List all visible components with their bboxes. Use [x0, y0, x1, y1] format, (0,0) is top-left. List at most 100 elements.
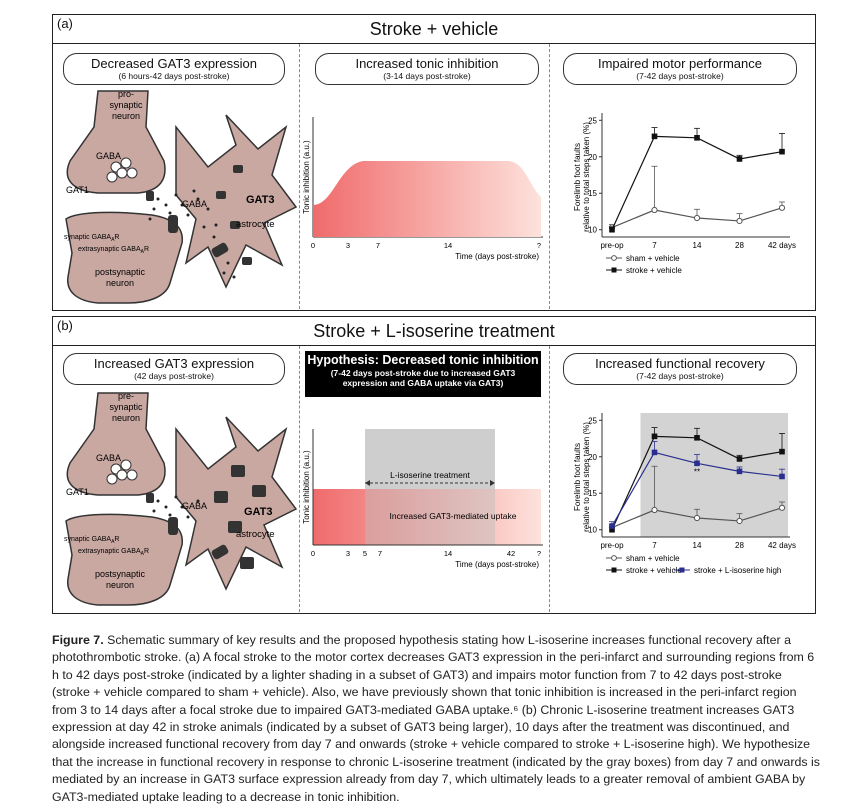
- column-divider-2: [549, 44, 550, 309]
- vesicle-cluster: [106, 459, 138, 485]
- data-point: [736, 456, 743, 462]
- data-point: [694, 460, 700, 467]
- x-tick-label: 7: [652, 241, 657, 250]
- gaba-vesicle-label: GABA: [96, 151, 121, 161]
- legend-label: stroke + L-isoserine high: [694, 566, 781, 575]
- tick-7: 7: [378, 549, 382, 558]
- y-tick-label: 20: [588, 153, 597, 162]
- pill-decreased-gat3: Decreased GAT3 expression (6 hours-42 da…: [63, 53, 285, 85]
- y-tick-label: 20: [588, 453, 597, 462]
- presynaptic-label-2: synaptic: [109, 100, 143, 110]
- data-point: [736, 156, 743, 162]
- postsynaptic-label-1: postsynaptic: [95, 569, 146, 579]
- data-point: [779, 148, 785, 155]
- gaba-dots: [148, 189, 236, 279]
- y-axis-label-line2: relative to total steps taken (%): [582, 122, 591, 232]
- postsynaptic-neuron-shape: [65, 211, 184, 304]
- tick-7: 7: [376, 241, 380, 250]
- panel-b-title: Stroke + L-isoserine treatment: [313, 321, 555, 341]
- data-point: [736, 468, 743, 475]
- y-tick-label: 25: [588, 116, 597, 125]
- presynaptic-neuron-shape: [66, 392, 166, 496]
- x-tick-label: 14: [693, 241, 702, 250]
- panel-a-title: Stroke + vehicle: [369, 19, 499, 39]
- data-point: [736, 517, 743, 525]
- tick-14: 14: [444, 241, 452, 250]
- data-point: [694, 135, 700, 141]
- gat-transporters: [146, 465, 266, 569]
- data-point: [779, 473, 785, 480]
- y-axis-label: Tonic inhibition (a.u.): [303, 140, 311, 214]
- y-tick-label: 15: [588, 489, 597, 498]
- y-tick-label: 10: [588, 226, 597, 235]
- legend-label: stroke + vehicle: [626, 266, 682, 275]
- panel-a: (a) Stroke + vehicle Decreased GAT3 expr…: [52, 14, 816, 311]
- panel-b: (b) Stroke + L-isoserine treatment Incre…: [52, 316, 816, 614]
- astrocyte-shape: [175, 416, 298, 591]
- astrocyte-label: astrocyte: [236, 529, 275, 540]
- tick-unknown: ?: [537, 549, 541, 558]
- column-divider-1: [299, 44, 300, 309]
- x-tick-label: 14: [693, 541, 702, 550]
- panel-b-divider: [53, 345, 815, 346]
- y-axis-label-line1: Forelimb foot faults: [573, 443, 582, 511]
- gaba-dots: [152, 495, 200, 519]
- x-tick-label: 7: [652, 541, 657, 550]
- treatment-overlay: [365, 489, 495, 545]
- data-point: [609, 523, 615, 529]
- synapse-schematic-a: pro- synaptic neuron GABA GAT1 GABA GAT3…: [64, 89, 298, 304]
- presynaptic-label-2: synaptic: [109, 402, 143, 412]
- column-divider-4: [549, 346, 550, 612]
- figure-caption: Figure 7. Schematic summary of key resul…: [52, 632, 822, 806]
- data-point: [778, 504, 786, 511]
- data-point: [609, 526, 615, 533]
- tick-42: 42: [507, 549, 515, 558]
- postsynaptic-label-2: neuron: [106, 278, 134, 288]
- presynaptic-label-3: neuron: [112, 111, 140, 121]
- gat1-label: GAT1: [66, 487, 89, 497]
- data-point: [693, 214, 701, 222]
- tick-0: 0: [311, 549, 315, 558]
- column-divider-3: [299, 346, 300, 612]
- x-tick-label: 28: [735, 241, 744, 250]
- y-tick-label: 15: [588, 189, 597, 198]
- data-point: [693, 514, 701, 522]
- pill-increased-gat3: Increased GAT3 expression (42 days post-…: [63, 353, 285, 385]
- pill-increased-recovery: Increased functional recovery (7-42 days…: [563, 353, 797, 385]
- y-axis-label: Tonic inhibition (a.u.): [303, 450, 311, 524]
- data-point: [651, 433, 658, 440]
- presynaptic-label-1: pre-: [118, 391, 134, 401]
- gat3-label: GAT3: [246, 194, 275, 206]
- tick-5: 5: [363, 549, 367, 558]
- legend-marker: [611, 255, 617, 261]
- gat1-label: GAT1: [66, 185, 89, 195]
- astrocyte-label: astrocyte: [236, 219, 275, 230]
- pill-impaired-motor: Impaired motor performance (7-42 days po…: [563, 53, 797, 85]
- y-axis-label-line1: Forelimb foot faults: [573, 143, 582, 211]
- synaptic-receptor-label: synaptic GABAAR: [64, 234, 119, 243]
- data-point: [694, 435, 700, 441]
- postsynaptic-label-2: neuron: [106, 580, 134, 590]
- presynaptic-label-3: neuron: [112, 413, 140, 423]
- postsynaptic-neuron-shape: [65, 513, 184, 606]
- tick-0: 0: [311, 241, 315, 250]
- tick-14: 14: [444, 549, 452, 558]
- astrocyte-shape: [175, 114, 298, 289]
- panel-a-label: (a): [57, 16, 73, 31]
- data-point: [651, 133, 658, 140]
- synaptic-receptor-label: synaptic GABAAR: [64, 536, 119, 545]
- tonic-curve-area: [313, 161, 541, 237]
- legend-marker: [679, 567, 685, 573]
- tick-unknown: ?: [537, 241, 541, 250]
- legend-marker: [611, 567, 617, 573]
- postsynaptic-label-1: postsynaptic: [95, 267, 146, 277]
- data-point: [609, 226, 615, 233]
- data-point: [736, 217, 743, 225]
- presynaptic-neuron-shape: [66, 90, 166, 194]
- gaba-cleft-label: GABA: [182, 501, 207, 511]
- x-axis-label: Time (days post-stroke): [455, 560, 539, 569]
- hypothesis-box: Hypothesis: Decreased tonic inhibition (…: [305, 351, 541, 397]
- caption-text: Schematic summary of key results and the…: [52, 633, 820, 804]
